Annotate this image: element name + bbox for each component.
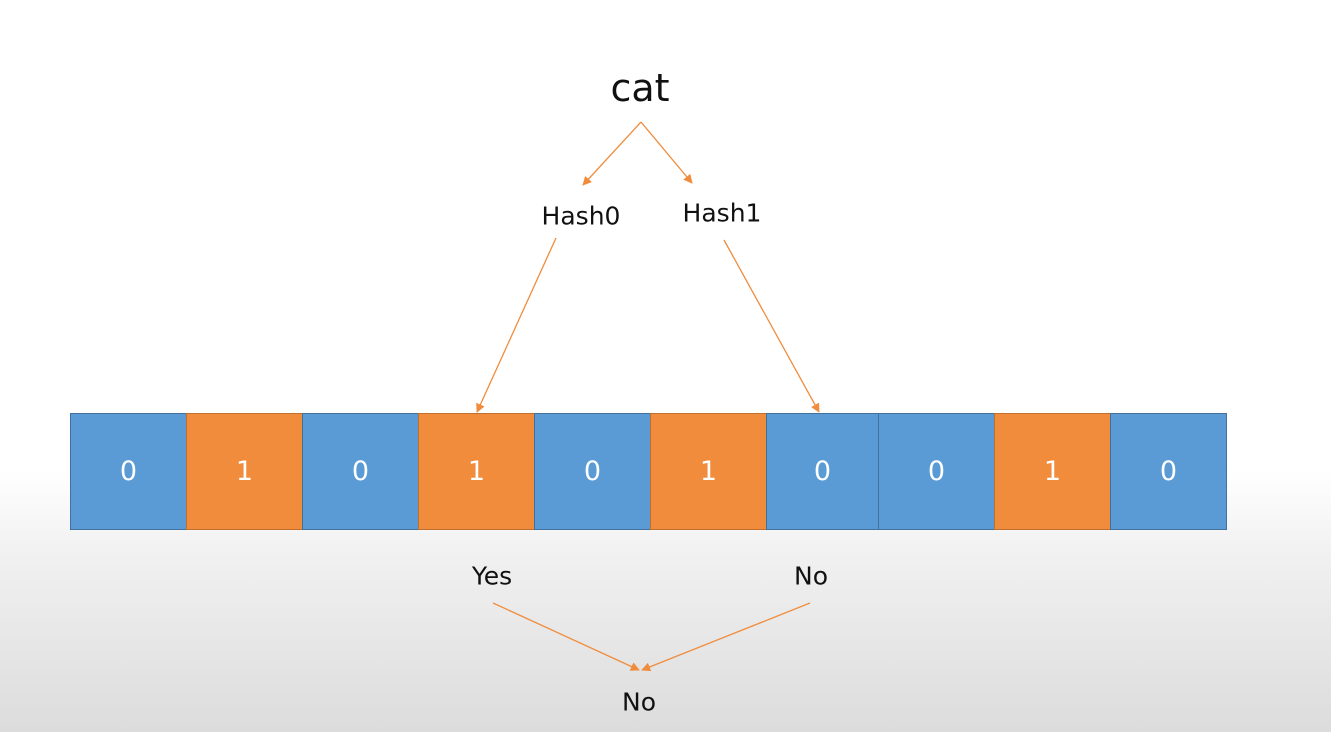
bit-array: 0 1 0 1 0 1 0 0 1 0	[70, 413, 1227, 530]
arrow-hash1-to-bit6	[723, 239, 820, 413]
arrow-cat-to-hash1	[640, 121, 693, 184]
bit-cell-1: 1	[186, 413, 303, 530]
bit-cell-7: 0	[878, 413, 995, 530]
lookup-result-hash1: No	[794, 561, 828, 591]
bit-cell-3: 1	[418, 413, 535, 530]
lookup-result-hash0: Yes	[471, 561, 513, 591]
bit-cell-9: 0	[1110, 413, 1227, 530]
bit-cell-4: 0	[534, 413, 651, 530]
input-word-label: cat	[610, 66, 670, 110]
bit-cell-0: 0	[70, 413, 187, 530]
hash1-label: Hash1	[682, 198, 762, 228]
arrow-no-to-result	[641, 602, 811, 672]
arrow-yes-to-result	[492, 602, 640, 671]
bit-cell-8: 1	[994, 413, 1111, 530]
bit-cell-6: 0	[766, 413, 879, 530]
arrow-cat-to-hash0	[582, 121, 642, 186]
final-result-label: No	[622, 687, 656, 717]
hash0-label: Hash0	[541, 201, 621, 231]
arrow-hash0-to-bit3	[476, 237, 557, 413]
bit-cell-2: 0	[302, 413, 419, 530]
bit-cell-5: 1	[650, 413, 767, 530]
